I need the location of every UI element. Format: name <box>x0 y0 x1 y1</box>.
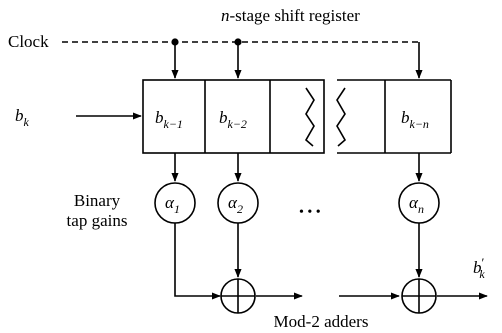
register-title-text: -stage shift register <box>230 6 361 25</box>
tap-gain-1-label: α1 <box>165 193 180 216</box>
register-title-n: n <box>221 6 230 25</box>
cell-n: bk−n <box>401 108 429 131</box>
output-label: b′k <box>473 255 485 281</box>
register-title: n-stage shift register <box>221 6 360 25</box>
path-tap1-to-adder <box>174 223 221 300</box>
register-block <box>142 79 325 154</box>
cell-1: bk−1 <box>155 108 183 131</box>
mod2-adder-n <box>401 278 437 314</box>
binary-tap-gains-label: Binary <box>74 191 121 210</box>
mod2-adders-label: Mod-2 adders <box>274 312 369 331</box>
input-label: bk <box>15 106 30 129</box>
register-block-right <box>336 79 452 154</box>
ellipsis: • • • <box>299 205 321 220</box>
clock-label: Clock <box>8 32 49 51</box>
tap-gain-n-label: αn <box>409 193 424 216</box>
binary-tap-gains-label-2: tap gains <box>67 211 128 230</box>
mod2-adder-1 <box>220 278 256 314</box>
cell-2: bk−2 <box>219 108 247 131</box>
tap-gain-2-label: α2 <box>228 193 243 216</box>
